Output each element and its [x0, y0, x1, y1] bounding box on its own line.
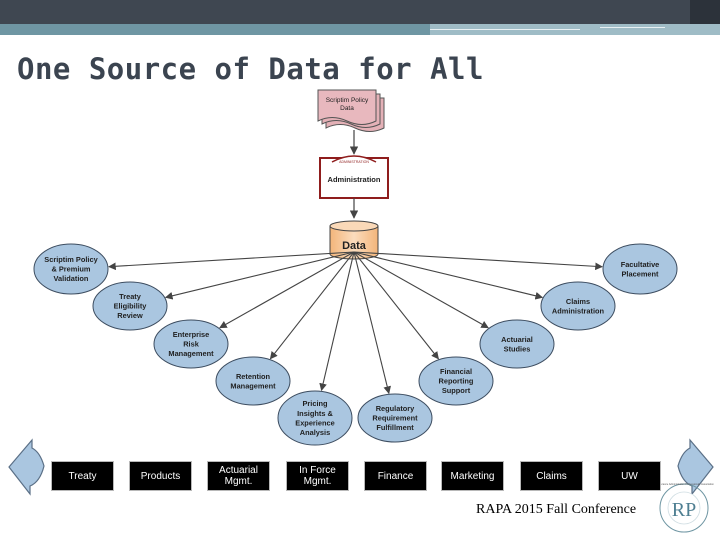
node-shape — [277, 390, 353, 446]
node-shape — [602, 243, 678, 295]
header-bar-corner — [690, 0, 720, 24]
accent-band — [0, 24, 720, 35]
arrow-to-financial — [353, 251, 439, 360]
arrow-to-facultative — [353, 251, 603, 271]
accent-line — [430, 29, 580, 30]
arrow-to-actuarial — [353, 251, 489, 329]
rapa-logo: RP Reinsurance Administration Profession… — [654, 483, 714, 533]
admin-seal-text: ADMINISTRATION — [339, 160, 369, 164]
marketing-button[interactable]: Marketing — [441, 461, 504, 491]
node-shape — [33, 243, 109, 295]
arrow-to-retention — [269, 251, 355, 360]
node-shape — [92, 281, 168, 331]
conference-credit: RAPA 2015 Fall Conference — [476, 502, 637, 517]
actuarial-mgmt-button[interactable]: Actuarial Mgmt. — [207, 461, 270, 491]
arrow-to-treaty-review — [164, 251, 355, 300]
slide-title: One Source of Data for All — [17, 52, 484, 86]
node-shape — [540, 281, 616, 331]
data-cylinder: Data — [329, 220, 379, 260]
administration-box: ADMINISTRATION Administration — [319, 155, 389, 199]
node-shape — [215, 356, 291, 406]
arrow-to-erm — [219, 251, 355, 329]
logo-letters: RP — [672, 499, 696, 521]
header-bar — [0, 0, 720, 24]
node-shape — [357, 393, 433, 443]
logo-ring-text: Reinsurance Administration Professionals… — [654, 483, 714, 486]
curved-arrow-right-icon[interactable] — [677, 438, 714, 496]
node-shape — [418, 356, 494, 406]
claims-button[interactable]: Claims — [520, 461, 583, 491]
administration-label: Administration — [328, 175, 381, 184]
fan-out-arrows — [108, 251, 603, 395]
node-shape — [479, 319, 555, 369]
finance-button[interactable]: Finance — [364, 461, 427, 491]
arrow-to-regulatory — [353, 251, 391, 395]
in-force-mgmt-button[interactable]: In Force Mgmt. — [286, 461, 349, 491]
accent-line — [600, 27, 665, 28]
arrow-to-validation — [108, 251, 355, 271]
node-shape — [153, 319, 229, 369]
products-button[interactable]: Products — [129, 461, 192, 491]
uw-button[interactable]: UW — [598, 461, 661, 491]
arrow-to-claims-admin — [353, 251, 544, 300]
treaty-button[interactable]: Treaty — [51, 461, 114, 491]
arrow-to-pricing — [319, 251, 355, 392]
data-label: Data — [342, 240, 367, 252]
curved-arrow-left-icon[interactable] — [8, 438, 45, 496]
